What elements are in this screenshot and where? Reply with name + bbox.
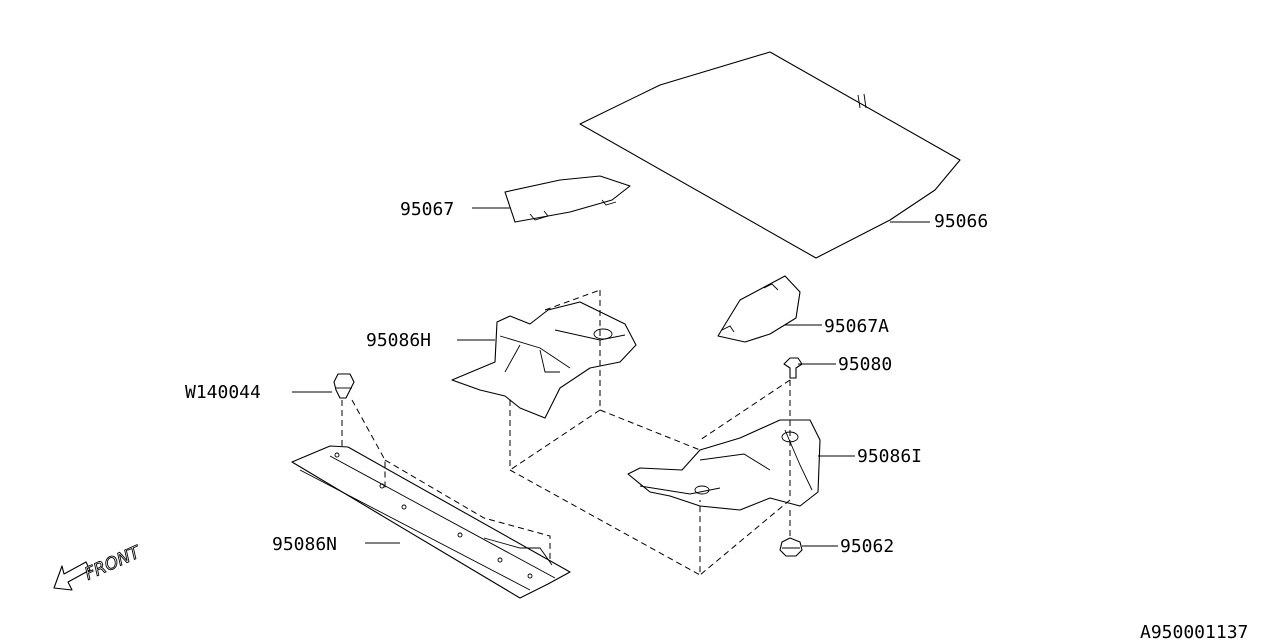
- front-label: FRONT: [82, 542, 145, 585]
- label-95067a: 95067A: [824, 316, 889, 337]
- label-95086h: 95086H: [366, 330, 431, 351]
- clip-w140044: [333, 373, 355, 399]
- label-w140044: W140044: [185, 382, 261, 403]
- rear-shelf-panel: [579, 51, 961, 259]
- front-arrow-icon: FRONT: [53, 542, 145, 591]
- label-95066: 95066: [934, 211, 988, 232]
- label-95067: 95067: [400, 199, 454, 220]
- label-95062: 95062: [840, 536, 894, 557]
- left-bracket: [451, 301, 637, 419]
- leader-lines: [292, 207, 930, 547]
- left-side-cover: [504, 175, 631, 223]
- nut-95062: [779, 537, 803, 557]
- floor-trim-strip: [291, 445, 571, 599]
- label-95086n: 95086N: [272, 534, 337, 555]
- right-bracket: [627, 419, 821, 511]
- label-95086i: 95086I: [857, 446, 922, 467]
- clip-95080: [783, 357, 803, 379]
- diagram-code: A950001137: [1140, 622, 1248, 640]
- label-95080: 95080: [838, 354, 892, 375]
- assembly-dash-lines: [341, 289, 791, 576]
- right-side-cover: [717, 275, 801, 343]
